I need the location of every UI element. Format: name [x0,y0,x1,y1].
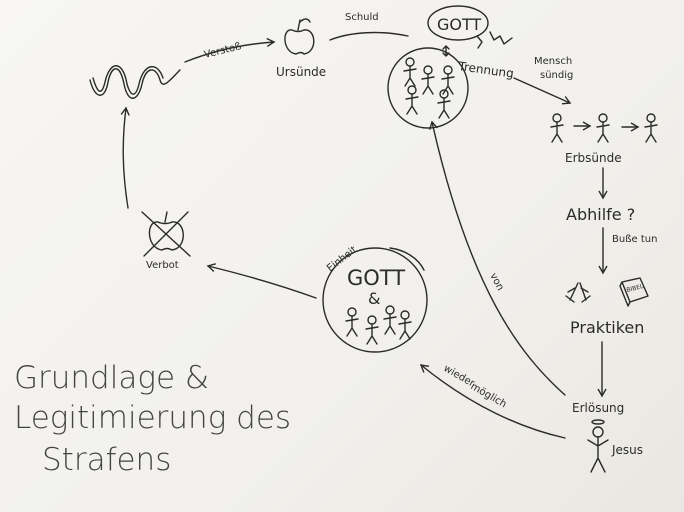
label-gott-top: GOTT [437,15,481,34]
label-jesus: Jesus [611,443,643,457]
label-praktiken: Praktiken [570,318,644,337]
unity-arc [389,247,425,271]
bible-icon: BIBEL [619,277,649,307]
jesus-figure [587,419,609,473]
title-line-2: Legitimierung des [14,400,291,436]
apple-icon [284,18,315,55]
label-erbsuende: Erbsünde [565,151,622,165]
lightning-icon [476,31,513,49]
label-ampersand: & [368,289,380,308]
label-moeglich: möglich [469,381,509,410]
label-suendig: sündig [540,70,573,81]
unity-circle [322,247,428,353]
crossed-apple-icon [141,211,191,257]
title-line-3: Strafens [42,442,171,478]
line-schuld [329,31,409,41]
label-mensch: Mensch [534,56,572,67]
arrow-mensch-suendig [513,77,572,105]
label-verstoss: Verstoß [203,41,242,61]
label-erloesung: Erlösung [572,401,624,415]
arrow-von [428,120,566,396]
arrow-to-verbot [206,263,317,299]
gott-oval [427,5,489,41]
people-circle-top [387,47,469,129]
label-gott-center: GOTT [347,266,405,290]
label-schuld: Schuld [345,12,379,23]
arrow-verstoss [184,37,276,63]
label-von: von [487,271,505,292]
label-abhilfe: Abhilfe ? [566,205,635,224]
title-line-1: Grundlage & [14,360,209,396]
label-ursuende: Ursünde [276,65,326,79]
label-busse-tun: Buße tun [612,234,657,245]
label-bibel: BIBEL [626,283,645,294]
label-verbot: Verbot [146,260,179,271]
arrow-wieder-moeglich [419,364,566,439]
label-trennung: Trennung [457,59,515,81]
arrow-verbot-to-snake [120,106,130,209]
snake-icon [89,65,181,99]
praying-hands-icon [565,282,591,303]
